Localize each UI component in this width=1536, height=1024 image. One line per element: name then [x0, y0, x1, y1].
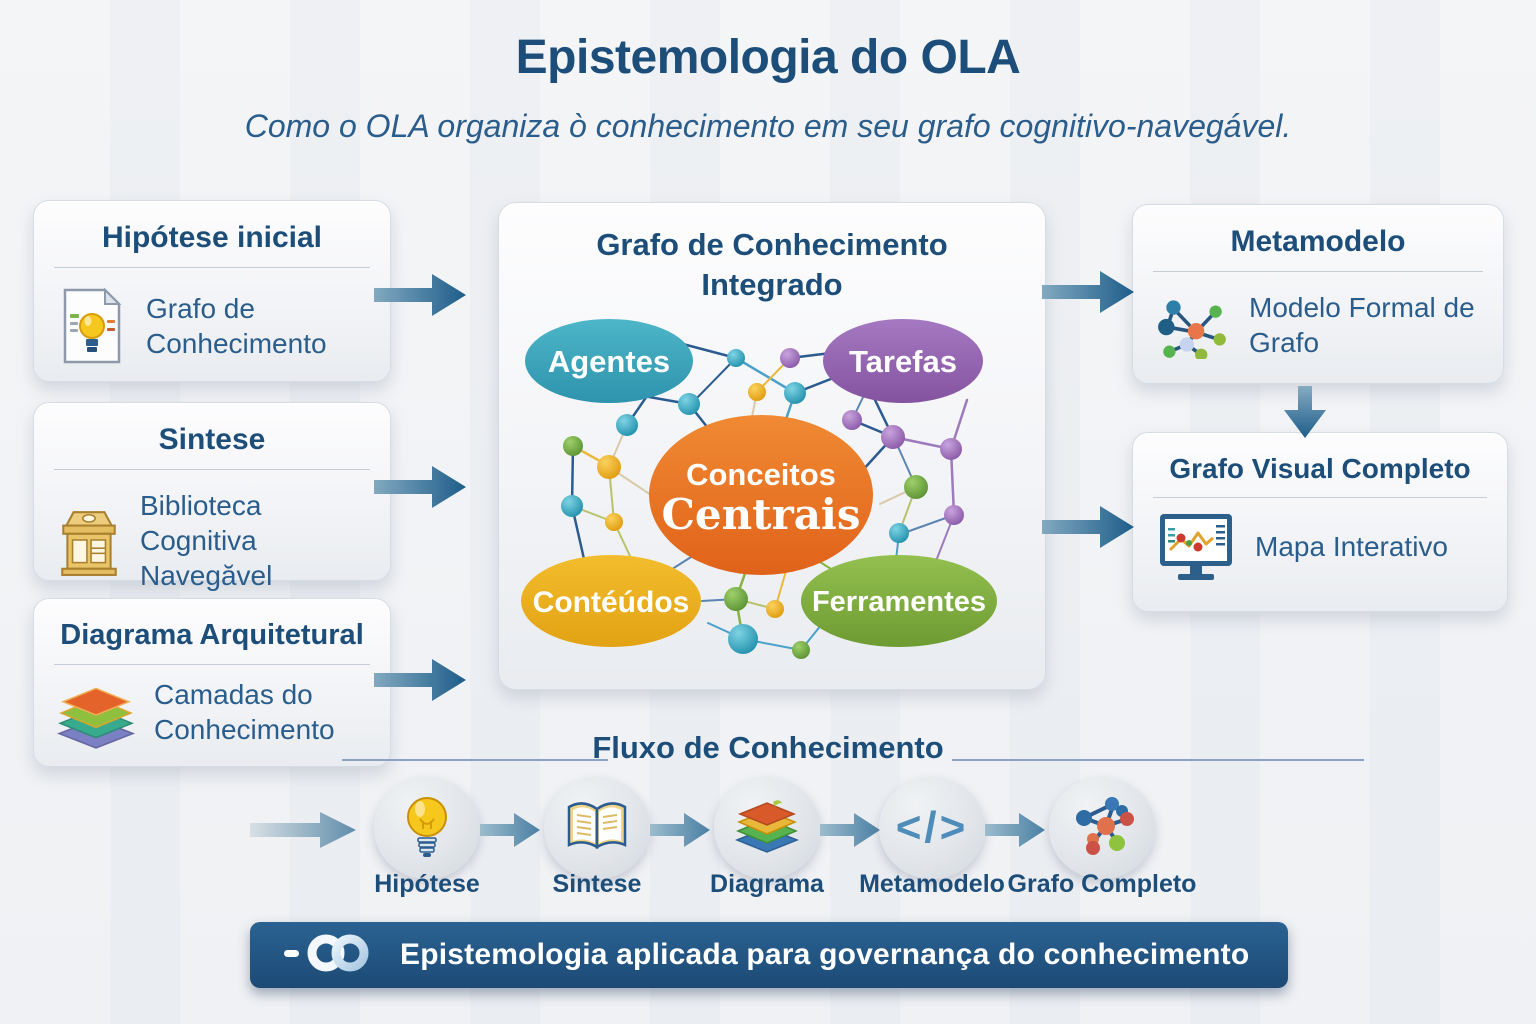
code-icon: </> — [895, 803, 969, 852]
card-grafo-visual-completo: Grafo Visual Completo Mapa Interativo — [1132, 432, 1508, 612]
arrow-right-icon — [374, 466, 466, 508]
flow-label: Metamodelo — [859, 870, 1005, 898]
arrow-right-icon — [820, 813, 880, 847]
divider — [1153, 271, 1483, 272]
divider — [54, 664, 370, 665]
flow-label: Diagrama — [710, 870, 824, 898]
flow-title: Fluxo de Conhecimento — [592, 730, 944, 765]
network-graph-icon — [1069, 794, 1135, 863]
card-metamodelo: Metamodelo — [1132, 204, 1504, 384]
center-panel-grafo-integrado: Grafo de Conhecimento Integrado — [498, 202, 1046, 690]
card-body-text: Camadas do Conhecimento — [154, 679, 335, 745]
card-title: Metamodelo — [1230, 225, 1406, 258]
layers-icon — [733, 796, 801, 861]
card-body-text: Biblioteca Cognitiva Navegăvel — [140, 490, 273, 591]
card-hipotese-inicial: Hipótese inicial Grafo de Conhe — [33, 200, 391, 382]
conceitos-label-line2: Centrais — [661, 490, 860, 539]
page-subtitle: Como o OLA organiza ò conhecimento em se… — [244, 108, 1292, 144]
knowledge-graph: Agentes Tarefas Conceitos Centrais Conté… — [521, 319, 997, 659]
flow-step-sintese — [544, 777, 650, 879]
arrow-right-icon — [985, 813, 1045, 847]
tarefas-ellipse — [823, 319, 983, 403]
graph-model-icon — [1155, 291, 1231, 359]
flow-step-metamodelo: </> — [879, 777, 985, 879]
flow-step-diagrama — [714, 777, 820, 879]
arrow-right-icon — [1042, 506, 1134, 548]
flow-title-line-left — [342, 759, 608, 761]
tarefas-label: Tarefas — [849, 344, 957, 379]
flow-label: Grafo Completo — [1007, 870, 1197, 898]
arrow-down-icon — [1284, 386, 1326, 438]
page-title: Epistemologia do OLA — [515, 31, 1021, 84]
divider — [54, 469, 370, 470]
agentes-ellipse — [525, 319, 693, 403]
ferramentes-ellipse — [801, 555, 997, 647]
arrow-right-icon — [374, 274, 466, 316]
arrow-right-icon — [250, 812, 356, 848]
graph-small-nodes — [561, 348, 964, 659]
card-title: Hipótese inicial — [101, 221, 323, 254]
document-lightbulb-icon — [56, 286, 128, 366]
card-body-text: Grafo de Conhecimento — [146, 293, 327, 359]
open-book-icon — [562, 797, 632, 860]
flow-title-line-right — [952, 759, 1364, 761]
flow-label: Sintese — [552, 870, 642, 898]
card-sintese: Sintese Biblioteca Cognitiva Navegăvel — [33, 402, 391, 591]
card-body-text: Modelo Formal de Grafo — [1249, 292, 1475, 358]
footer-banner: Epistemologia aplicada para governança d… — [250, 922, 1288, 988]
conceitos-label-line1: Conceitos — [686, 457, 836, 492]
conteudos-label: Contéúdos — [533, 586, 690, 619]
card-diagrama-arquitetural: Diagrama Arquitetural Camadas do Conheci… — [33, 598, 391, 767]
lightbulb-icon — [399, 793, 455, 864]
card-title: Diagrama Arquitetural — [60, 619, 364, 651]
footer-text: Epistemologia aplicada para governança d… — [400, 938, 1250, 971]
card-title: Grafo Visual Completo — [1169, 453, 1471, 484]
arrow-right-icon — [650, 813, 710, 847]
layers-icon — [56, 675, 136, 749]
infinity-icon — [284, 930, 374, 981]
arrow-right-icon — [480, 813, 540, 847]
conteudos-ellipse — [521, 555, 701, 647]
flow-step-hipotese — [374, 777, 480, 879]
card-title: Sintese — [158, 423, 266, 456]
ferramentes-label: Ferramentes — [812, 586, 986, 618]
conceitos-centrais-ellipse — [649, 415, 873, 575]
library-icon — [56, 505, 122, 577]
flow-step-grafo-completo — [1049, 777, 1155, 879]
monitor-chart-icon — [1155, 510, 1237, 582]
flow-label: Hipótese — [374, 870, 480, 898]
divider — [54, 267, 370, 268]
center-panel-title: Grafo de Conhecimento Integrado — [596, 227, 948, 303]
card-body-text: Mapa Interativo — [1255, 530, 1448, 562]
divider — [1153, 497, 1487, 498]
agentes-label: Agentes — [548, 344, 670, 379]
arrow-right-icon — [1042, 271, 1134, 313]
arrow-right-icon — [374, 659, 466, 701]
